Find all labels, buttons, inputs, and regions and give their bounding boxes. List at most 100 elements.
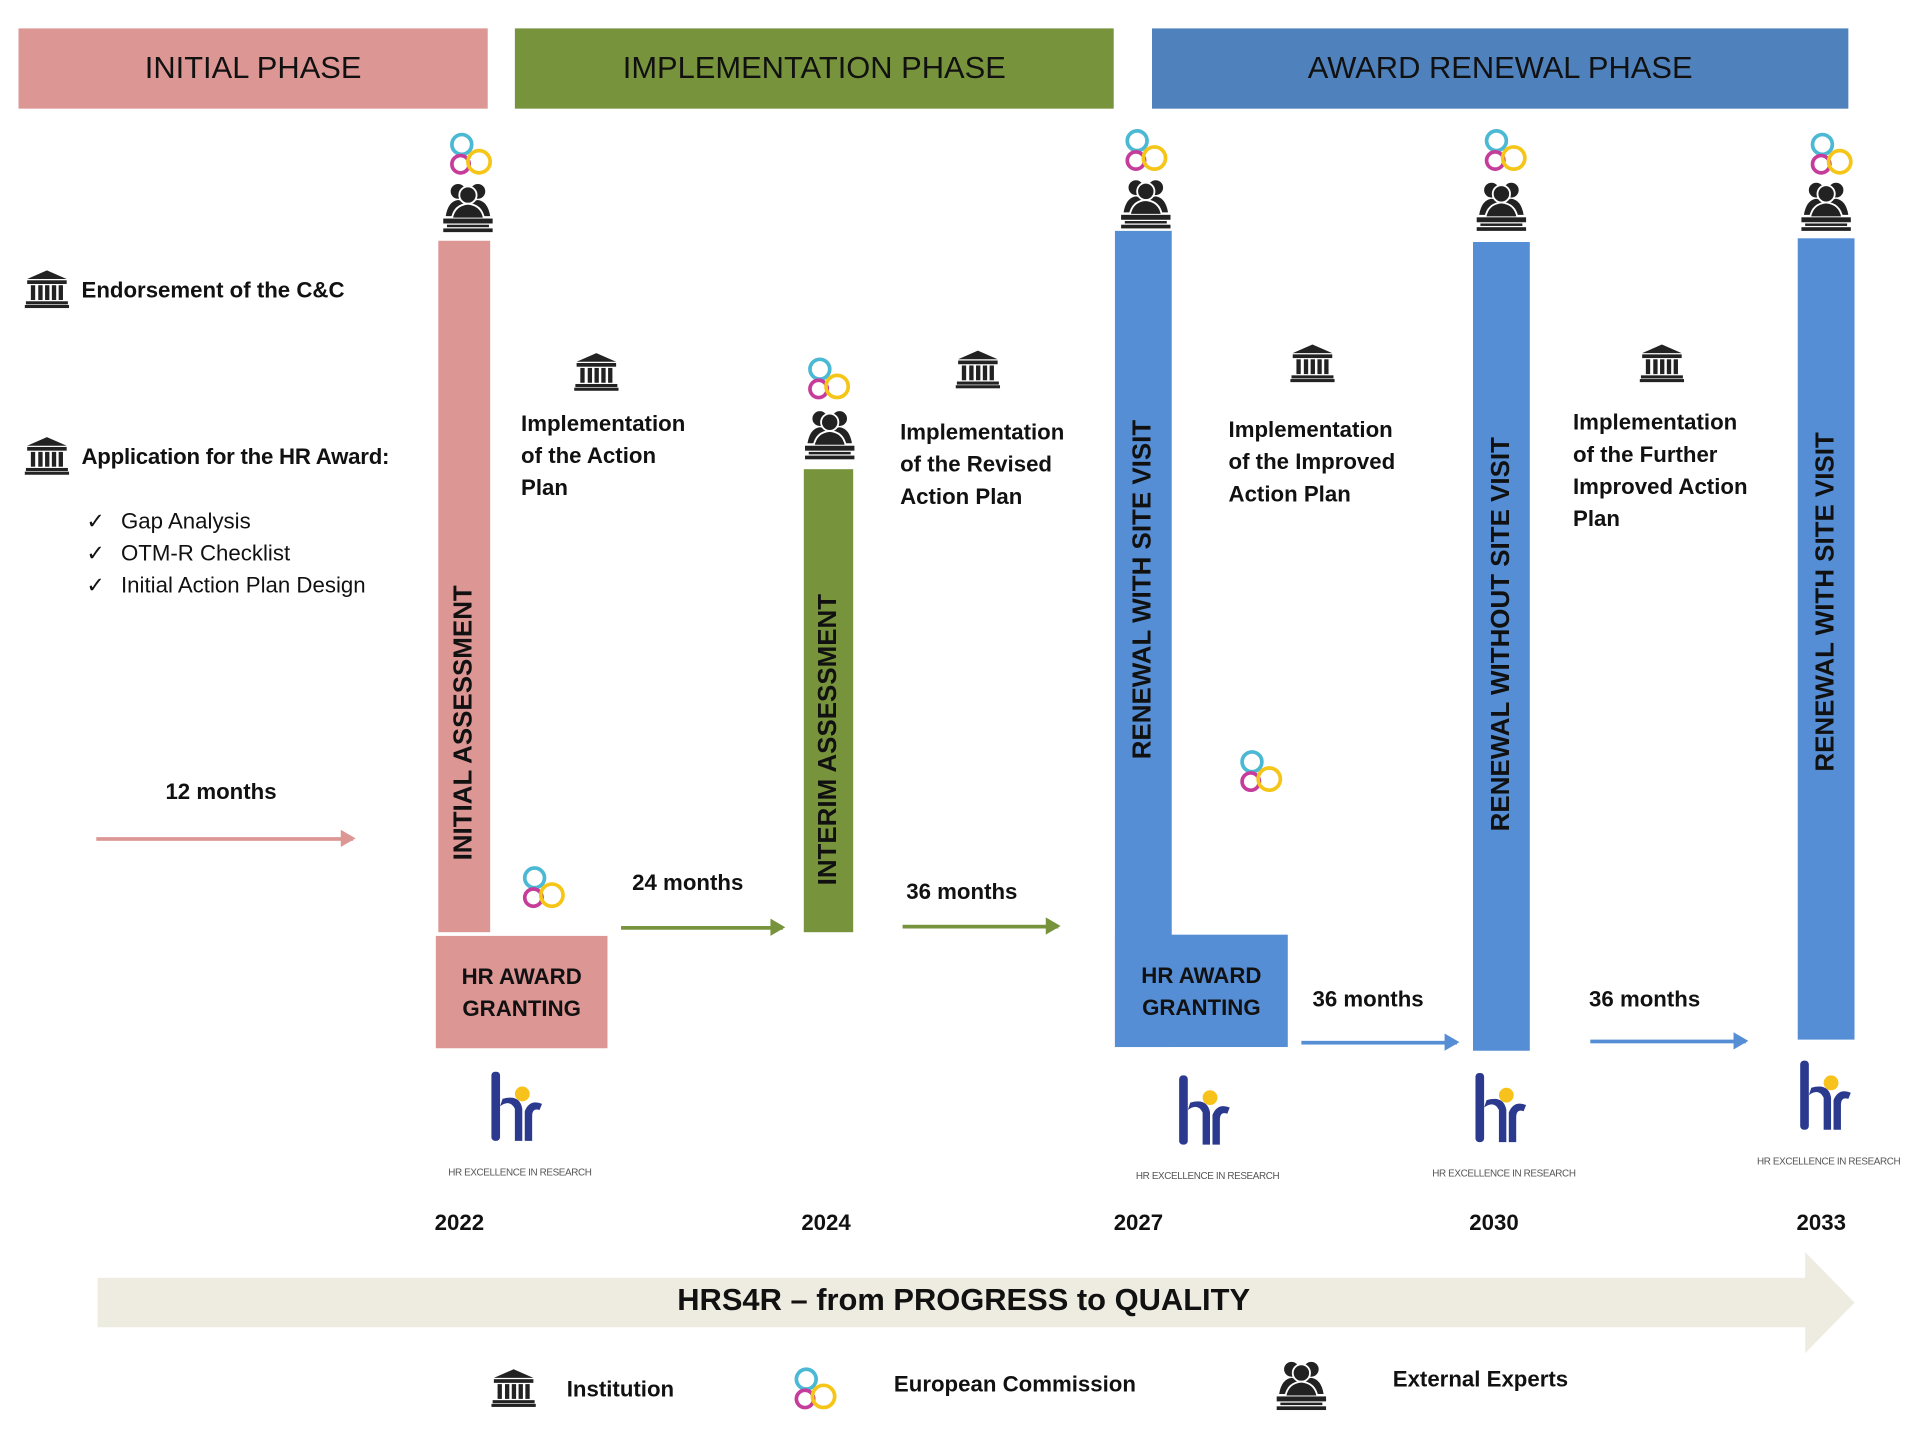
duration-label: 24 months [632,870,744,896]
timeline-arrow [96,829,356,848]
bar-label: INITIAL ASSESSMENT [449,584,478,860]
institution-icon [24,436,70,476]
european-commission-icon [1482,128,1529,172]
european-commission-icon [1122,128,1169,172]
bar-label: RENEWAL WITHOUT SITE VISIT [1486,436,1515,832]
year-label: 2027 [1113,1210,1164,1235]
check-icon: ✓ [86,508,106,534]
hr-logo-mark [1475,1072,1527,1143]
hr-logo-mark [1800,1060,1851,1130]
implementation-line: Action Plan [1228,481,1351,507]
hr-award-granting-box: HR AWARD GRANTING [1114,934,1288,1048]
renewal-with-site-visit-bar: RENEWAL WITH SITE VISIT [1797,238,1855,1040]
external-experts-icon [1799,178,1853,232]
year-label: 2022 [434,1210,485,1235]
hr-logo-caption: HR EXCELLENCE IN RESEARCH [1432,1168,1576,1180]
institution-icon [1639,343,1685,383]
interim-assessment-bar: INTERIM ASSESSMENT [803,469,854,933]
duration-label: 36 months [1312,986,1424,1012]
year-label: 2030 [1469,1210,1519,1235]
hr-logo-caption: HR EXCELLENCE IN RESEARCH [1135,1170,1280,1182]
hr-excellence-logo: HR EXCELLENCE IN RESEARCH [1135,1073,1280,1182]
bar-label: RENEWAL WITH SITE VISIT [1811,432,1840,772]
european-commission-icon [1808,132,1855,176]
checklist-text: OTM-R Checklist [121,540,291,566]
european-commission-icon [805,357,852,401]
hr-award-granting-box: HR AWARD GRANTING [435,935,608,1049]
hr-logo-caption: HR EXCELLENCE IN RESEARCH [1756,1155,1901,1167]
implementation-line: Implementation [1573,409,1738,435]
legend-label: External Experts [1392,1366,1569,1392]
hr-logo-caption: HR EXCELLENCE IN RESEARCH [448,1166,592,1178]
legend-label: Institution [566,1376,675,1402]
timeline-arrow [621,918,786,936]
institution-icon [574,352,619,392]
institution-icon [1290,343,1335,383]
european-commission-icon [447,132,494,176]
phase-label: INITIAL PHASE [144,50,362,86]
duration-label: 36 months [1589,986,1701,1012]
year-label: 2024 [801,1210,851,1235]
implementation-line: of the Improved [1228,449,1396,475]
european-commission-icon [1237,749,1284,793]
duration-label: 12 months [165,779,277,804]
external-experts-icon [1119,175,1173,229]
phase-award-renewal: AWARD RENEWAL PHASE [1151,28,1849,109]
phase-implementation: IMPLEMENTATION PHASE [514,28,1114,109]
implementation-line: of the Action [521,443,657,468]
timeline-arrow [1590,1032,1749,1050]
checklist-item: ✓OTM-R Checklist [86,537,365,569]
checklist-item: ✓ Gap Analysis [86,505,365,537]
phase-initial: INITIAL PHASE [18,28,488,109]
checklist-item: ✓ Initial Action Plan Design [86,569,365,601]
box-label: HR AWARD GRANTING [461,963,582,1021]
external-experts-icon [441,179,495,233]
hr-logo-mark [1179,1075,1230,1145]
european-commission-icon [520,866,567,910]
year-label: 2033 [1796,1210,1846,1235]
timeline-arrow [1301,1033,1460,1051]
renewal-without-site-visit-bar: RENEWAL WITHOUT SITE VISIT [1472,242,1530,1051]
implementation-line: Implementation [521,411,686,436]
endorsement-label: Endorsement of the C&C [81,277,345,303]
bar-label: INTERIM ASSESSMENT [813,594,843,886]
external-experts-icon [803,406,857,460]
phase-label: AWARD RENEWAL PHASE [1307,50,1693,86]
renewal-with-site-visit-bar: RENEWAL WITH SITE VISIT [1114,230,1172,1048]
legend-label: European Commission [893,1371,1136,1397]
box-label: HR AWARD GRANTING [1141,962,1262,1020]
initial-assessment-bar: INITIAL ASSESSMENT [438,240,491,933]
timeline-arrow [902,917,1061,935]
progress-arrow [97,1251,1855,1354]
checklist: ✓ Gap Analysis ✓OTM-R Checklist ✓ Initial … [86,505,365,601]
hr-excellence-logo: HR EXCELLENCE IN RESEARCH [1756,1058,1901,1167]
hr-excellence-logo: HR EXCELLENCE IN RESEARCH [1432,1070,1576,1180]
check-icon: ✓ [86,572,106,598]
checklist-text: Gap Analysis [121,508,251,534]
implementation-line: Implementation [900,419,1065,445]
implementation-line: of the Further [1573,442,1718,467]
hr-logo-mark [491,1071,543,1141]
implementation-line: Plan [1573,506,1620,531]
institution-icon [955,349,1001,389]
implementation-line: Implementation [1228,417,1393,443]
checklist-text: Initial Action Plan Design [121,572,366,598]
implementation-line: Action Plan [900,484,1023,509]
application-label: Application for the HR Award: [81,444,390,470]
implementation-line: Plan [521,475,568,501]
implementation-line: of the Revised [900,451,1053,477]
hr-excellence-logo: HR EXCELLENCE IN RESEARCH [448,1069,592,1178]
european-commission-icon [791,1367,838,1411]
phase-label: IMPLEMENTATION PHASE [622,50,1006,86]
bar-label: RENEWAL WITH SITE VISIT [1128,419,1157,760]
progress-banner-text: HRS4R – from PROGRESS to QUALITY [677,1282,1251,1318]
external-experts-icon [1474,178,1528,232]
institution-icon [491,1368,536,1408]
implementation-line: Improved Action [1573,474,1748,499]
duration-label: 36 months [906,879,1018,904]
